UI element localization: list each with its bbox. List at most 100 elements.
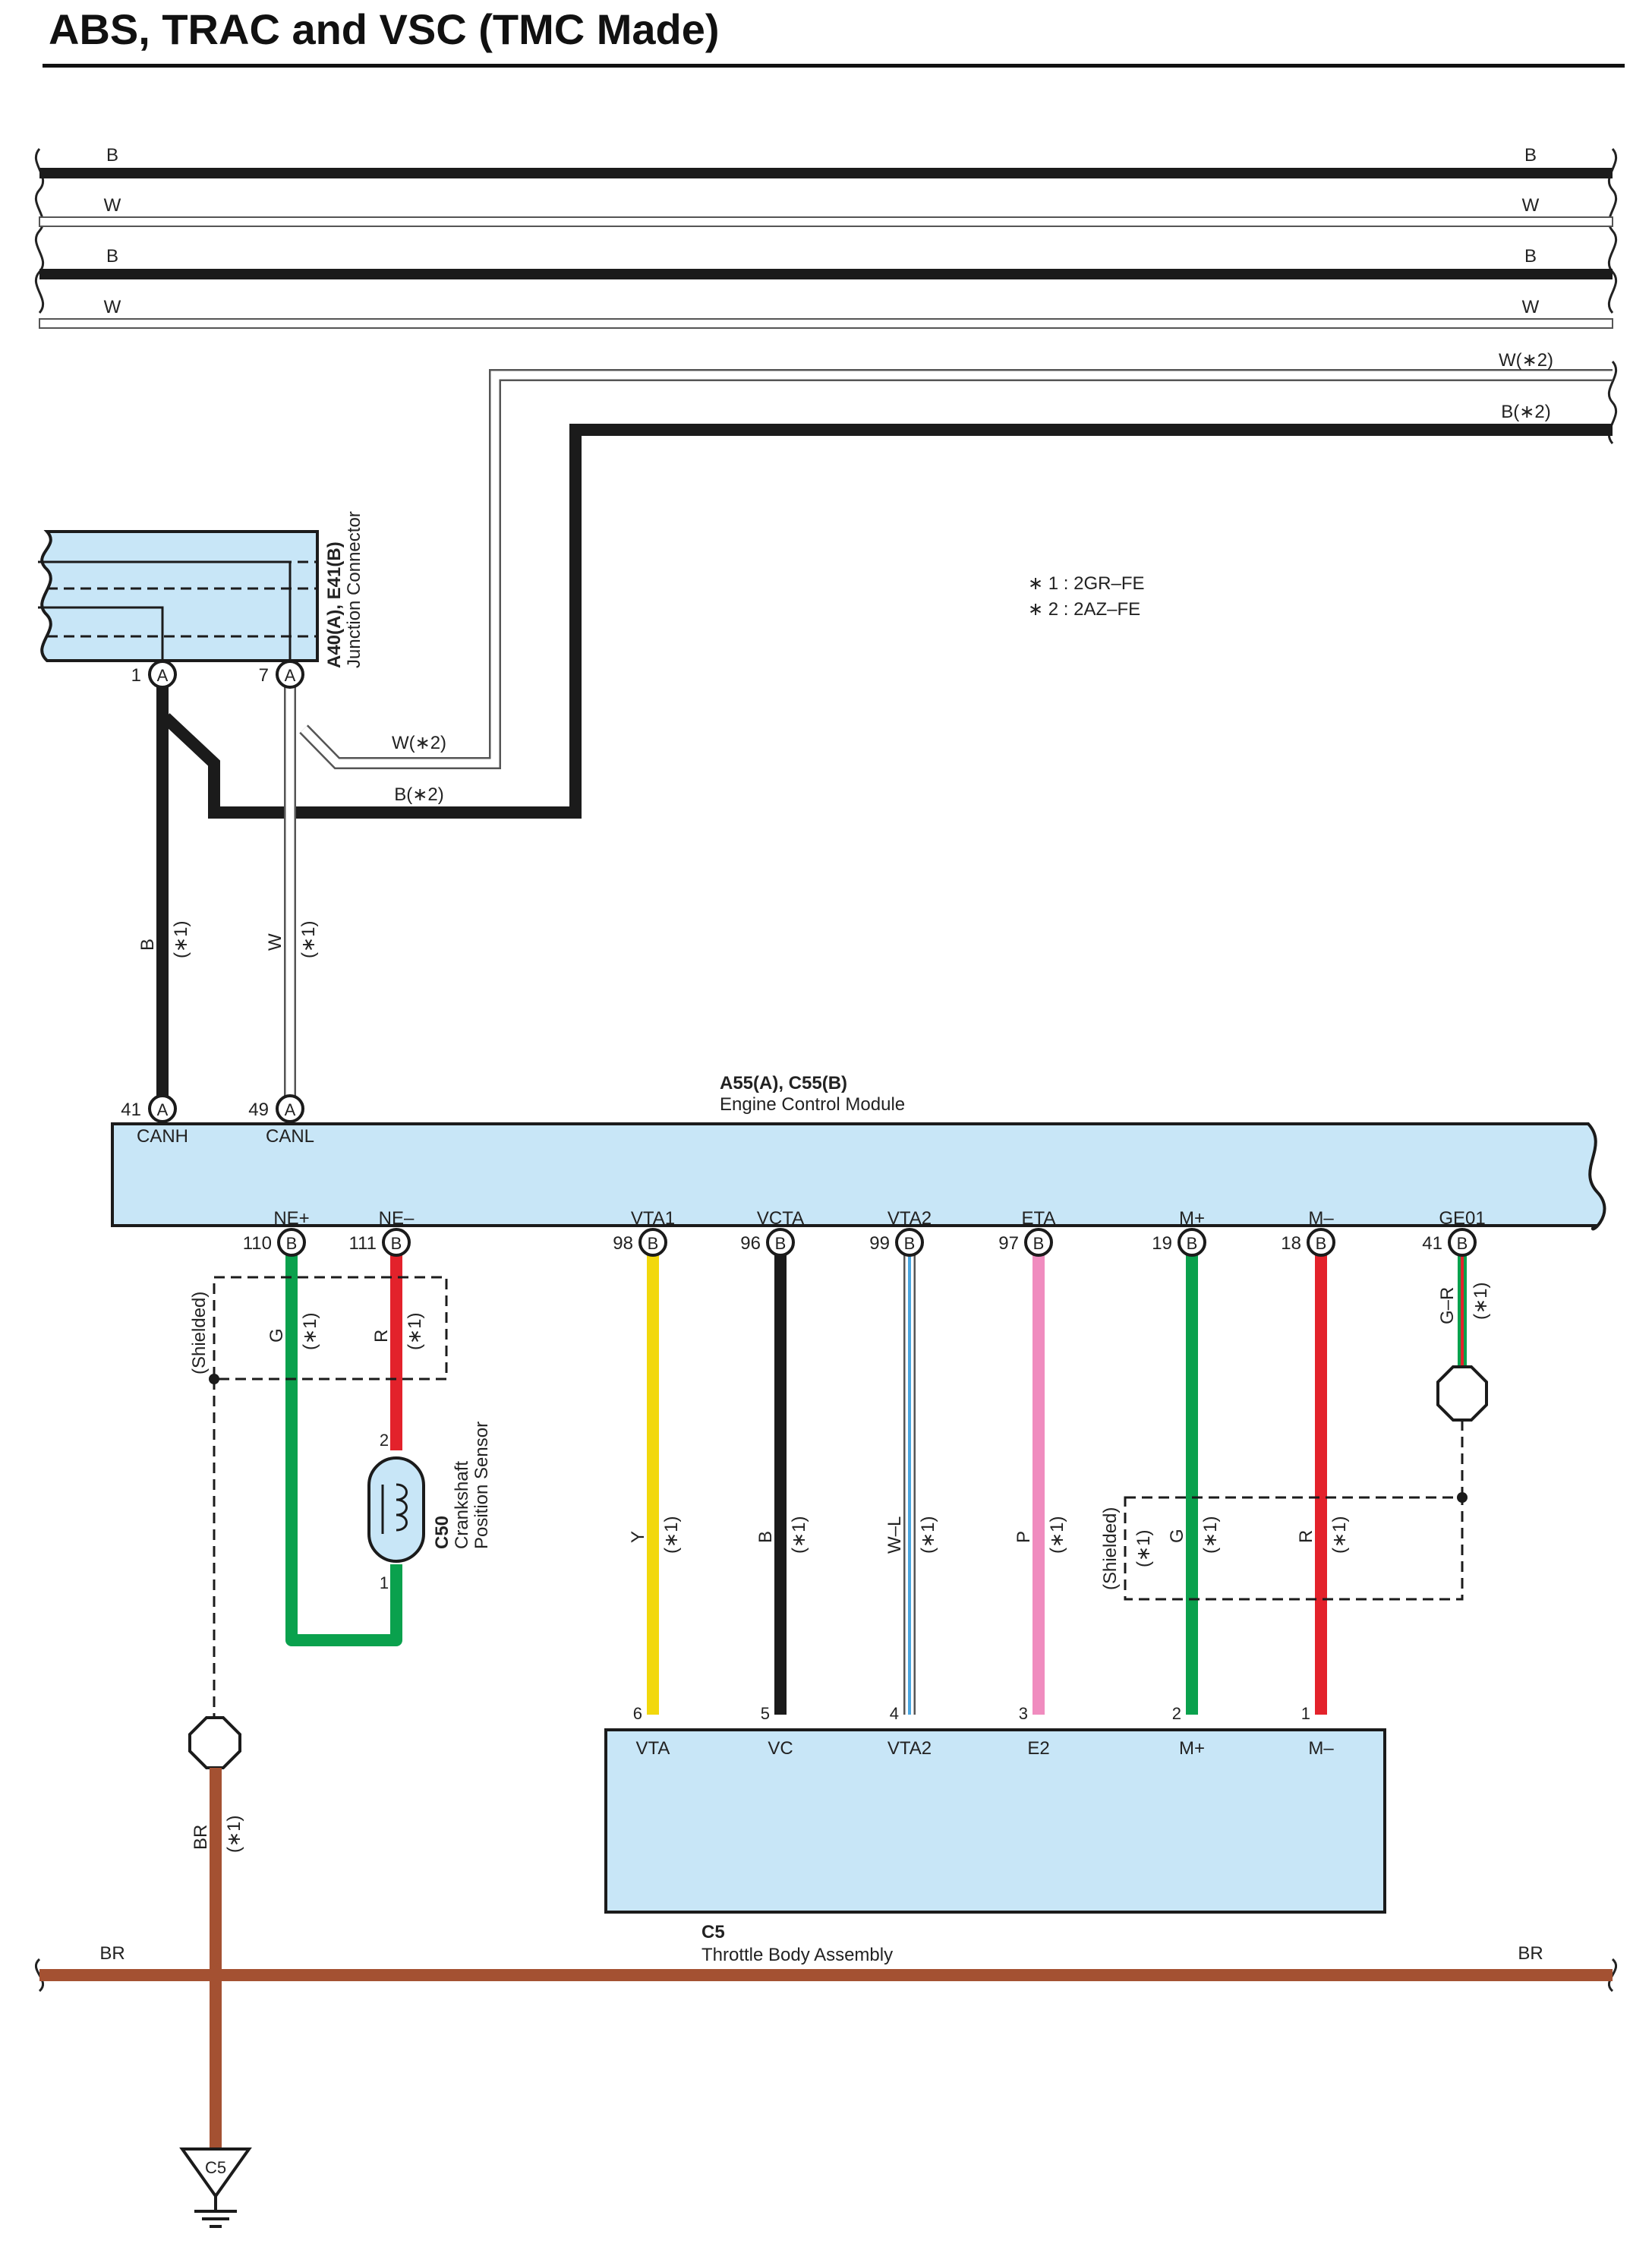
pin-connector-letter: B <box>391 1234 402 1253</box>
wire-note-label: (∗1) <box>1471 1283 1491 1320</box>
wire-color-label: P <box>1014 1531 1034 1543</box>
bus-wire-w1 <box>39 216 1613 227</box>
bus-label-left: B <box>106 246 118 267</box>
sensor-name: Position Sensor <box>471 1422 492 1549</box>
wire-note-label: (∗1) <box>405 1313 425 1350</box>
ecm-pin-name: VTA2 <box>887 1208 932 1229</box>
throttle-pin-number: 2 <box>1172 1704 1181 1723</box>
bus-label-left: W <box>104 195 121 216</box>
wire-note-label: (∗1) <box>171 921 191 958</box>
wire-note-label: (∗1) <box>224 1816 244 1853</box>
ground-triangle-icon <box>179 2147 252 2199</box>
shield-label: (Shielded) <box>1100 1507 1121 1590</box>
throttle-body-assembly: VTA VC VTA2 E2 M+ M– 6 5 4 3 2 1 C5 Thro… <box>604 1704 1386 1965</box>
ecm-bottom-pin: VTA2 B 99 <box>869 1208 932 1257</box>
bus-label-right: BR <box>1518 1943 1543 1964</box>
throttle-pin-number: 3 <box>1019 1704 1028 1723</box>
ecm-top-pin: A 49 <box>248 1094 304 1123</box>
wire-note-label: (∗1) <box>918 1516 938 1554</box>
junction-connector-box <box>40 530 319 662</box>
ecm-box <box>111 1122 1606 1231</box>
ecm-pin-name: VTA1 <box>631 1208 675 1229</box>
wire-note-label: (∗1) <box>1329 1516 1350 1554</box>
pin-connector-letter: B <box>1316 1234 1327 1253</box>
wire-note-label: (∗1) <box>1047 1516 1067 1554</box>
ground-point: C5 <box>179 2147 252 2228</box>
engine-control-module: A55(A), C55(B) Engine Control Module CAN… <box>111 1073 1606 1231</box>
ecm-pin-name: GE01 <box>1439 1208 1485 1229</box>
throttle-pin-name: VTA2 <box>887 1738 932 1759</box>
ecm-name: Engine Control Module <box>720 1094 905 1115</box>
throttle-pin-name: E2 <box>1027 1738 1049 1759</box>
throttle-name: Throttle Body Assembly <box>701 1945 893 1965</box>
pin-connector-letter: A <box>157 1100 169 1119</box>
wire-color-label: R <box>371 1330 392 1343</box>
sensor-body <box>367 1456 425 1563</box>
branch-w-wire <box>301 371 1613 768</box>
junction-pin: A 1 <box>131 660 177 689</box>
note-line: ∗ 1 : 2GR–FE <box>1028 573 1145 594</box>
pin-connector-letter: A <box>285 666 296 685</box>
ecm-pin-name: ETA <box>1022 1208 1056 1229</box>
throttle-code: C5 <box>701 1922 725 1942</box>
sensor-pin: 2 <box>380 1431 389 1450</box>
pin-connector-letter: B <box>648 1234 659 1253</box>
ecm-top-pin: A 41 <box>121 1094 177 1123</box>
pin-number: 98 <box>613 1233 633 1254</box>
throttle-box <box>604 1728 1386 1914</box>
bus-wire-w2 <box>39 318 1613 329</box>
pin-number: 97 <box>998 1233 1019 1254</box>
throttle-pin-number: 4 <box>890 1704 899 1723</box>
wire-color-label: G–R <box>1437 1287 1458 1324</box>
ecm-pin-name: NE+ <box>273 1208 309 1229</box>
ecm-bottom-pin: VCTA B 96 <box>740 1208 804 1257</box>
throttle-pin-number: 6 <box>633 1704 642 1723</box>
wire-label: W(∗2) <box>392 733 446 753</box>
bus-label-left: B <box>106 145 118 166</box>
ecm-bottom-pin: ETA B 97 <box>998 1208 1056 1257</box>
bus-label-left: W <box>104 297 121 317</box>
bus-label-right: W <box>1522 297 1540 317</box>
branch-label-w: W(∗2) <box>1499 350 1553 371</box>
shield-ground-octagon-icon <box>188 1716 241 1769</box>
wire-note-label: (∗1) <box>298 921 319 958</box>
junction-code: A40(A), E41(B) <box>324 541 345 668</box>
ecm-code: A55(A), C55(B) <box>720 1073 847 1093</box>
pin-number: 96 <box>740 1233 761 1254</box>
pin-connector-letter: B <box>1187 1234 1198 1253</box>
ground-bus-wire <box>39 1969 1613 1981</box>
pin-connector-letter: B <box>286 1234 298 1253</box>
top-bus-group: B B W W B B W W W(∗2) B(∗2) <box>34 145 1618 819</box>
throttle-pin-name: M– <box>1308 1738 1334 1759</box>
ecm-bottom-pin: GE01 B 41 <box>1422 1208 1486 1257</box>
wire-note-label: (∗1) <box>1200 1516 1221 1554</box>
wire-note-label: (∗1) <box>789 1516 809 1554</box>
ecm-bottom-pin: NE+ B 110 <box>243 1208 310 1257</box>
wire-note-label: (∗1) <box>300 1313 320 1350</box>
ground-code: C5 <box>205 2158 226 2177</box>
pin-connector-letter: B <box>904 1234 916 1253</box>
pin-number: 18 <box>1281 1233 1301 1254</box>
bus-label-right: B <box>1524 145 1537 166</box>
pin-number: 110 <box>243 1233 272 1254</box>
throttle-pin-name: VTA <box>636 1738 670 1759</box>
sensor-name: Crankshaft <box>452 1461 472 1549</box>
coil-icon <box>396 1483 408 1532</box>
ecm-pin-name: CANH <box>137 1126 188 1147</box>
wire-color-label: W–L <box>884 1516 905 1554</box>
junction-pin: A 7 <box>259 660 304 689</box>
pin-connector-letter: A <box>285 1100 296 1119</box>
wire-color-label: R <box>1296 1530 1316 1543</box>
ecm-bottom-pin-group: NE+ B 110 NE– B 111 VTA1 B 98 VCTA B 96 … <box>243 1208 1486 1257</box>
page-title: ABS, TRAC and VSC (TMC Made) <box>49 5 720 53</box>
ecm-pin-name: M+ <box>1179 1208 1205 1229</box>
wire-color-label: Y <box>628 1531 648 1543</box>
pin-connector-letter: B <box>1033 1234 1045 1253</box>
throttle-pin-name: VC <box>768 1738 793 1759</box>
pin-number: 41 <box>1422 1233 1442 1254</box>
motor-shield <box>1124 1496 1464 1601</box>
ecm-pin-name: M– <box>1308 1208 1334 1229</box>
bus-label-left: BR <box>99 1943 125 1964</box>
junction-name: Junction Connector <box>344 511 364 668</box>
